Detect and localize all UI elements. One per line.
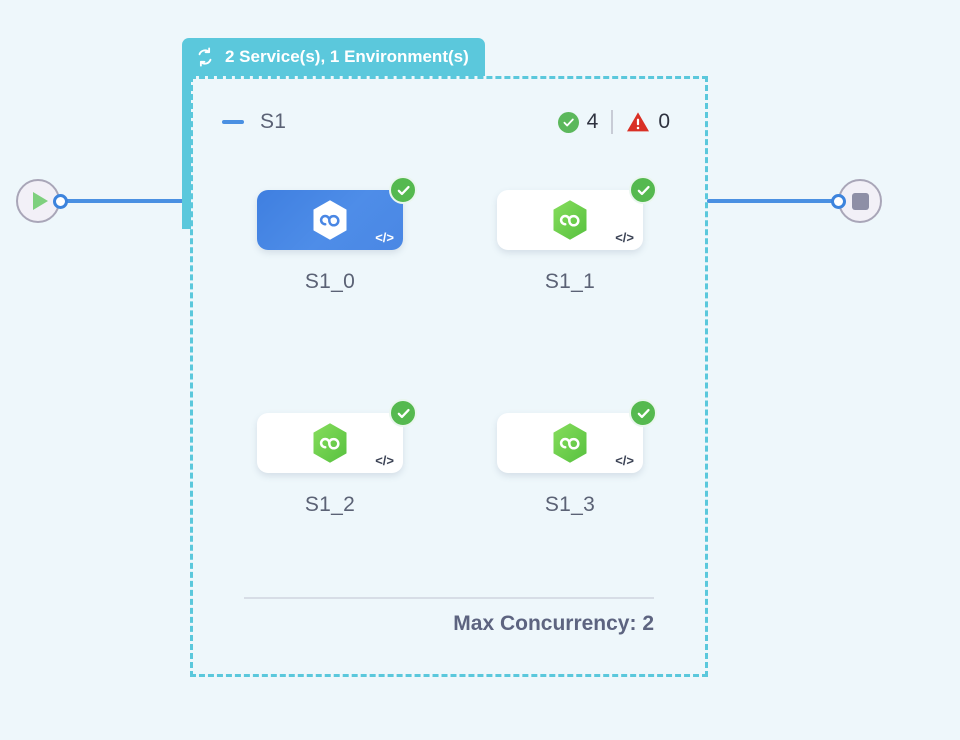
code-glyph: </> [375,230,394,245]
service-node-card[interactable]: </> [257,176,417,250]
start-node[interactable] [16,179,60,223]
check-circle-icon [557,111,579,133]
service-node-label: S1_0 [304,270,356,293]
edge-group-to-end [707,199,839,203]
end-node-input-port[interactable] [831,194,846,209]
service-node-label: S1_2 [304,493,356,516]
status-badge-success: 4 [557,110,599,134]
warning-triangle-icon [626,111,650,133]
stop-icon [851,192,869,210]
code-glyph: </> [615,230,634,245]
group-header-row: S1 4 0 [222,106,670,138]
warning-count: 0 [658,110,670,133]
check-circle-icon [629,176,657,204]
success-count: 4 [586,110,599,133]
play-icon [32,192,48,210]
group-name-label: S1 [260,110,287,133]
check-circle-icon [389,176,417,204]
code-glyph: </> [615,453,634,468]
group-left-accent-bar [182,74,191,229]
group-header-tab[interactable]: 2 Service(s), 1 Environment(s) [182,38,485,76]
loop-refresh-icon [194,46,216,68]
service-node[interactable]: </> S1_3 [497,399,657,517]
service-hexagon-icon [550,198,590,242]
service-hexagon-icon [310,421,350,465]
service-node-card[interactable]: </> [497,176,657,250]
service-node-card[interactable]: </> [257,399,417,473]
start-node-output-port[interactable] [53,194,68,209]
group-tab-label: 2 Service(s), 1 Environment(s) [225,47,469,66]
check-circle-icon [389,399,417,427]
service-hexagon-icon [550,421,590,465]
service-node[interactable]: </> S1_2 [257,399,417,517]
service-node-card[interactable]: </> [497,399,657,473]
check-circle-icon [629,399,657,427]
code-glyph: </> [375,453,394,468]
minus-icon[interactable] [222,120,244,124]
group-container[interactable] [190,76,708,677]
service-node-label: S1_1 [544,270,596,293]
service-node[interactable]: </> S1_0 [257,176,417,294]
service-node-label: S1_3 [544,493,596,516]
max-concurrency-label: Max Concurrency: 2 [453,612,654,635]
service-hexagon-icon [310,198,350,242]
status-badge-warning: 0 [626,110,670,134]
status-divider [611,110,614,134]
service-node[interactable]: </> S1_1 [497,176,657,294]
group-status-summary: 4 0 [557,110,670,134]
edge-start-to-group [60,199,190,203]
footer-divider [244,597,654,599]
